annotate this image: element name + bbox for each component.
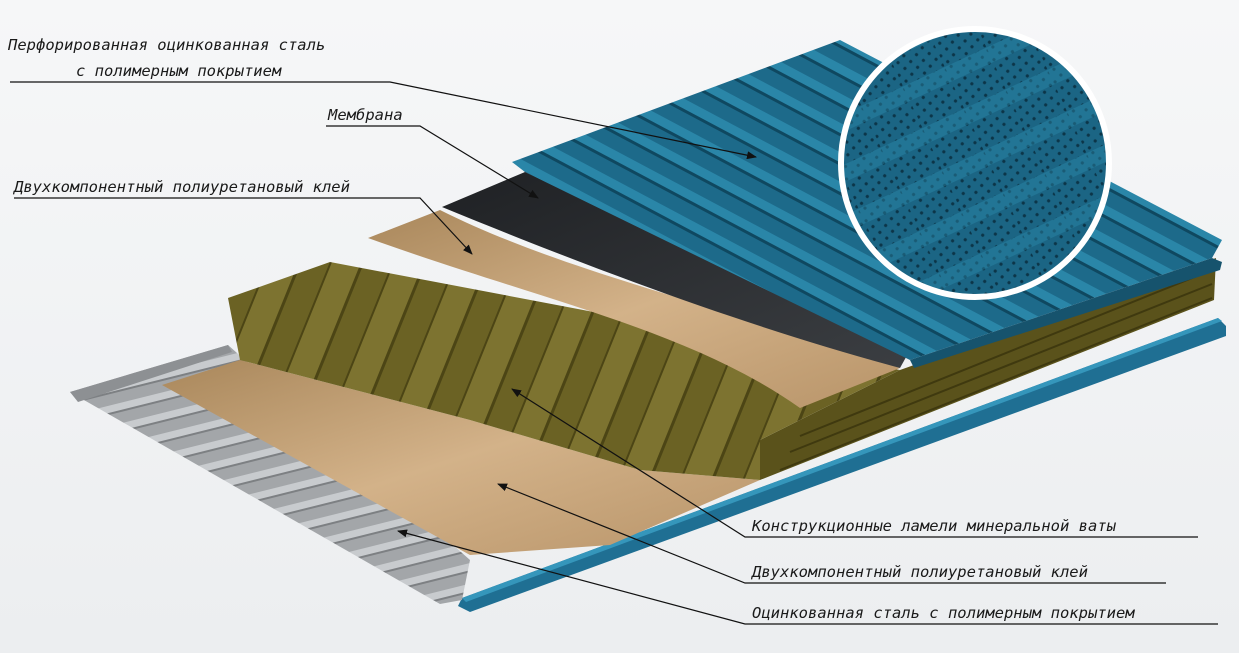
bottom-steel-left-lip: [70, 345, 232, 402]
mineral-wool-side-lines: [779, 269, 1213, 471]
perforated-steel-edge: [910, 258, 1222, 368]
leader-lines: [10, 81, 1218, 625]
label-perforated-steel-line1: Перфорированная оцинкованная сталь: [7, 36, 325, 54]
label-bottom-steel: Оцинкованная сталь с полимерным покрытие…: [752, 604, 1135, 622]
bottom-edge-strip: [458, 318, 1226, 612]
bottom-steel-sheet: [70, 345, 470, 604]
label-perforated-steel-line2: с полимерным покрытием: [76, 62, 282, 80]
mineral-wool-top: [228, 262, 900, 480]
label-membrane: Мембрана: [327, 106, 403, 124]
label-adhesive-top: Двухкомпонентный полиуретановый клей: [12, 178, 350, 196]
leader-membrane: [326, 125, 539, 199]
bottom-edge-highlight: [462, 318, 1222, 602]
upper-adhesive-layer: [368, 210, 900, 408]
leader-adhesive-top: [14, 197, 473, 255]
label-mineral-wool: Конструкционные ламели минеральной ваты: [751, 517, 1117, 535]
membrane-layer: [442, 172, 910, 368]
perforation-zoom-detail: [838, 26, 1112, 300]
leader-perforated-steel: [10, 81, 757, 160]
label-adhesive-bottom: Двухкомпонентный полиуретановый клей: [750, 563, 1088, 581]
leader-adhesive-bottom: [497, 483, 1166, 584]
leader-bottom-steel: [397, 529, 1218, 625]
lower-adhesive-layer: [162, 360, 760, 555]
leader-mineral-wool: [511, 388, 1198, 538]
